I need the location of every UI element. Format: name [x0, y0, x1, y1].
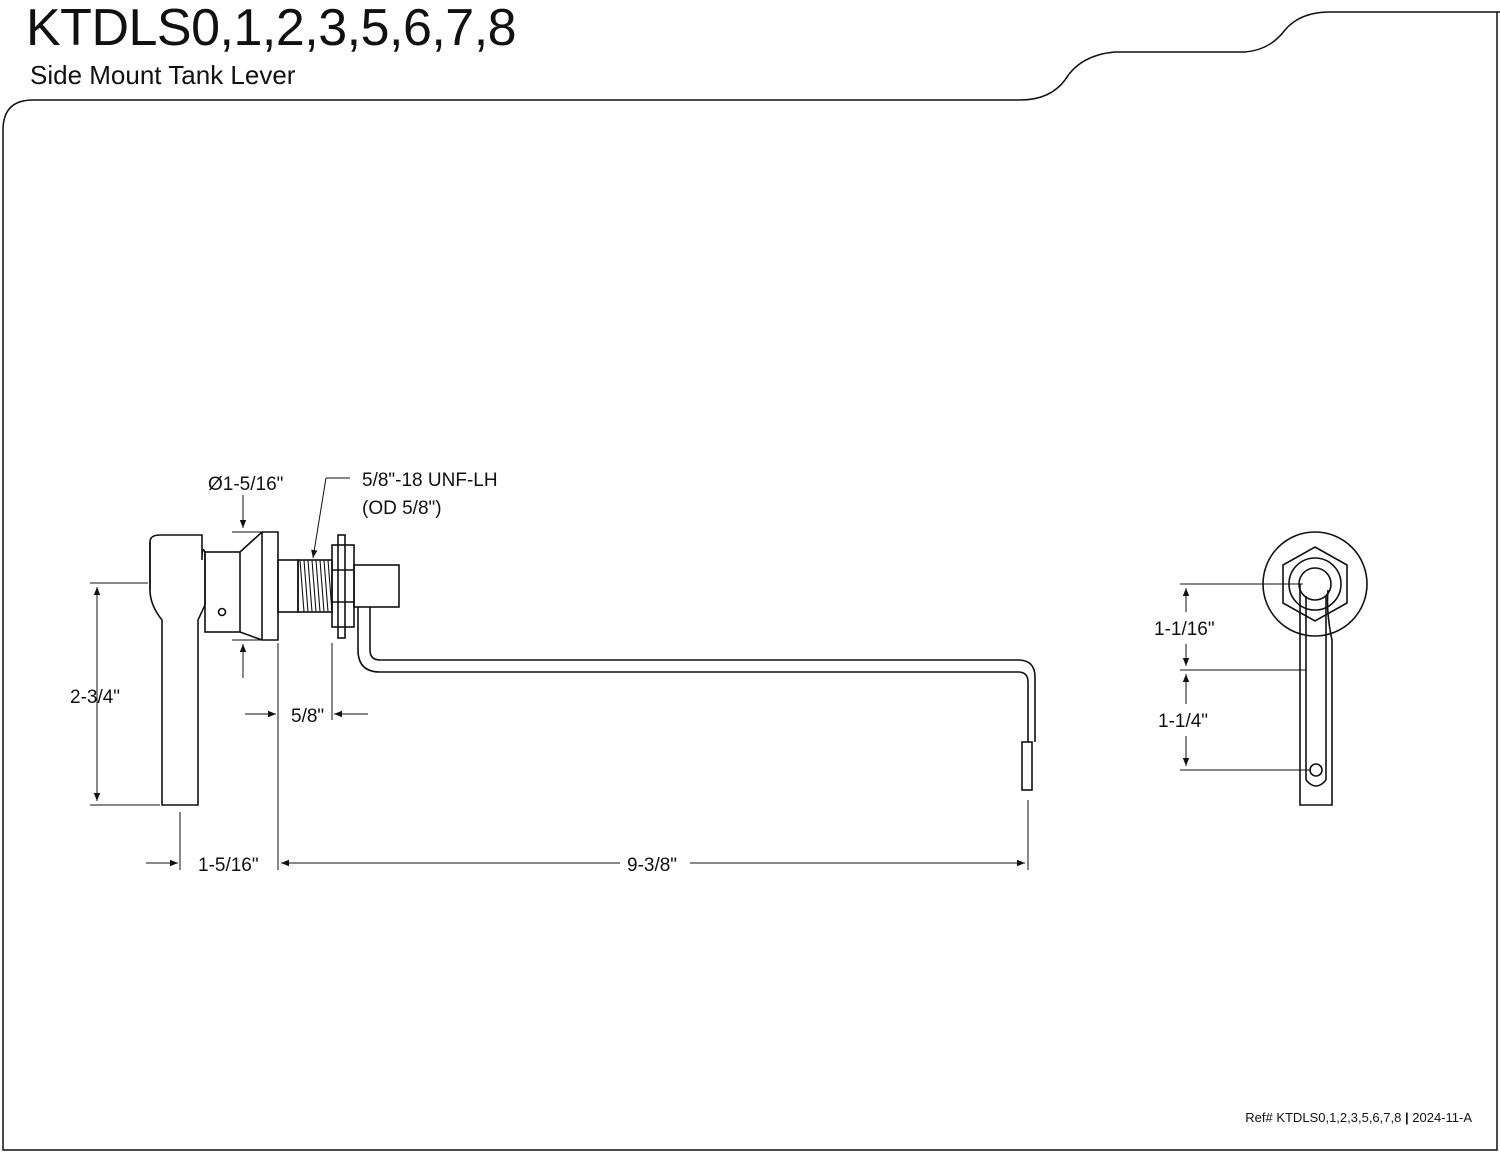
lift-arm — [357, 607, 1036, 742]
side-view-lever — [149, 531, 1036, 806]
page-title: KTDLS0,1,2,3,5,6,7,8 — [26, 0, 517, 57]
arm-end-tab — [1021, 741, 1033, 791]
end-view-dimensions — [1180, 583, 1310, 771]
dim-thread-spec-line2: (OD 5/8") — [362, 498, 442, 519]
ref-revision: 2024-11-A — [1412, 1110, 1472, 1125]
handle-body — [149, 534, 206, 806]
dim-thread-spec-line1: 5/8"-18 UNF-LH — [362, 470, 498, 491]
end-view-lever — [1262, 531, 1368, 806]
nut — [331, 544, 355, 628]
ref-label: Ref# KTDLS0,1,2,3,5,6,7,8 — [1245, 1110, 1402, 1125]
side-view-dimensions — [90, 477, 1029, 870]
dim-handle-height: 2-3/4" — [70, 687, 120, 708]
dim-handle-offset: 1-5/16" — [198, 855, 259, 876]
page-subtitle: Side Mount Tank Lever — [30, 60, 296, 90]
threads — [299, 559, 333, 613]
end-view-hole — [1309, 763, 1323, 777]
washer — [337, 534, 346, 639]
dim-thread-length: 5/8" — [291, 706, 324, 727]
handle-collar — [204, 551, 241, 633]
dim-arm-length: 9-3/8" — [627, 855, 677, 876]
dim-end-view-upper: 1-1/16" — [1154, 619, 1215, 640]
end-view-nut — [1282, 546, 1348, 622]
end-view-arm — [1299, 584, 1333, 806]
set-screw — [217, 607, 227, 617]
page-frame — [2, 11, 1500, 1151]
flange — [239, 531, 279, 641]
dim-flange-diameter: Ø1-5/16" — [208, 474, 283, 495]
square-shaft — [353, 564, 400, 608]
reference-footer: Ref# KTDLS0,1,2,3,5,6,7,8 | 2024-11-A — [1245, 1110, 1472, 1125]
dim-end-view-lower: 1-1/4" — [1158, 711, 1208, 732]
ref-separator: | — [1404, 1110, 1409, 1125]
threaded-shank — [277, 559, 299, 613]
